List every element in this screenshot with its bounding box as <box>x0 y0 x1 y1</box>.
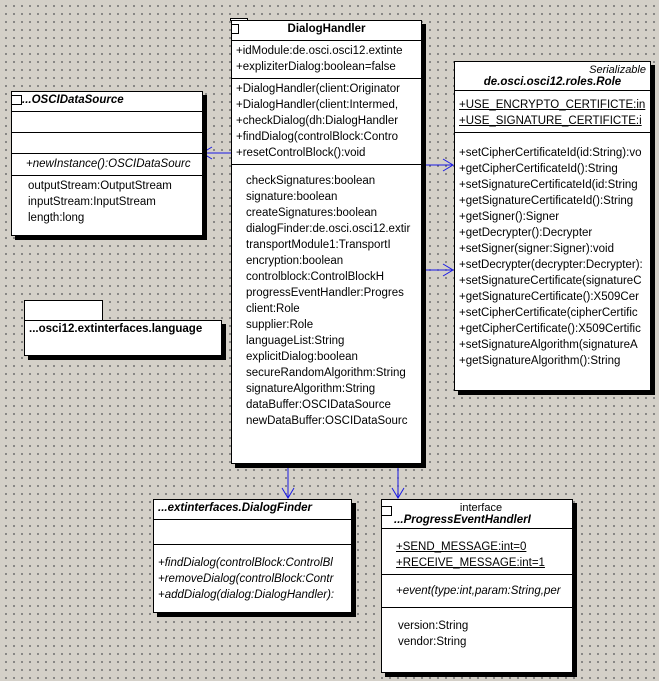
dialog-handler-tab <box>230 18 248 21</box>
language-package-name: ...osci12.extinterfaces.language <box>29 323 203 335</box>
arrowhead-dialog-finder <box>281 487 295 499</box>
operation-row: +removeDialog(controlBlock:Contr <box>158 573 334 585</box>
field-row: signatureAlgorithm:String <box>246 383 376 395</box>
field-row: dataBuffer:OSCIDataSource <box>246 399 391 411</box>
role-stereotype: Serializable <box>589 64 646 76</box>
dialog-handler-operations: +DialogHandler(client:Originator +Dialog… <box>232 79 421 165</box>
osci-data-source-name: ...OSCIDataSource <box>22 94 124 106</box>
operation-row: +getDecrypter():Decrypter <box>459 227 593 239</box>
field-row: version:String <box>398 620 469 632</box>
arrowhead-role-client <box>442 158 454 172</box>
operation-row: +findDialog(controlBlock:ControlBl <box>158 557 333 569</box>
dialog-finder-header: ...extinterfaces.DialogFinder <box>154 500 351 520</box>
field-row: supplier:Role <box>246 319 314 331</box>
field-row: languageList:String <box>246 335 345 347</box>
class-icon <box>382 506 392 516</box>
field-row: secureRandomAlgorithm:String <box>246 367 406 379</box>
osci-data-source-fields: outputStream:OutputStream inputStream:In… <box>12 176 202 229</box>
field-row: length:long <box>28 212 85 224</box>
operation-row: +getCipherCertificateId():String <box>459 163 618 175</box>
progress-handler-stereotype: interface <box>459 502 503 514</box>
osci-data-source-empty-section <box>12 133 202 154</box>
operation-row: +checkDialog(dh:DialogHandler <box>236 115 399 127</box>
field-row: encryption:boolean <box>246 255 344 267</box>
operation-row: +setSigner(signer:Signer):void <box>459 243 615 255</box>
progress-handler-fields: version:String vendor:String <box>382 608 572 653</box>
dialog-finder-class[interactable]: ...extinterfaces.DialogFinder +findDialo… <box>153 499 352 613</box>
operation-row: +setSignatureCertificate(signatureC <box>459 275 642 287</box>
field-row: client:Role <box>246 303 300 315</box>
field-row: dialogFinder:de.osci.osci12.extir <box>246 223 411 235</box>
attribute-row: +idModule:de.osci.osci12.extinte <box>236 45 403 57</box>
field-row: checkSignatures:boolean <box>246 175 376 187</box>
operation-row: +setSignatureCertificateId(id:String <box>459 179 638 191</box>
operation-row: +findDialog(controlBlock:Contro <box>236 131 399 143</box>
static-attribute-row: +SEND_MESSAGE:int=0 <box>396 541 527 553</box>
progress-handler-static-attributes: +SEND_MESSAGE:int=0 +RECEIVE_MESSAGE:int… <box>382 529 572 575</box>
field-row: outputStream:OutputStream <box>28 180 172 192</box>
role-class[interactable]: Serializable de.osci.osci12.roles.Role +… <box>454 61 651 391</box>
arrowhead-role-supplier <box>442 263 454 277</box>
operation-row: +event(type:int,param:String,per <box>396 585 561 597</box>
static-attribute-row: +RECEIVE_MESSAGE:int=1 <box>396 557 545 569</box>
operation-row: +setSignatureAlgorithm(signatureA <box>459 339 638 351</box>
dialog-handler-header: DialogHandler <box>232 21 421 41</box>
progress-event-handler-class[interactable]: interface ...ProgressEventHandlerI +SEND… <box>381 499 573 673</box>
operation-row: +getCipherCertificate():X509Certific <box>459 323 641 335</box>
osci-data-source-operations: +newInstance():OSCIDataSourc <box>12 154 202 176</box>
progress-handler-header: interface ...ProgressEventHandlerI <box>382 500 572 529</box>
role-header: Serializable de.osci.osci12.roles.Role <box>455 62 650 91</box>
class-icon <box>232 24 239 34</box>
role-operations: +setCipherCertificateId(id:String):vo +g… <box>455 133 650 372</box>
static-attribute-row: +USE_SIGNATURE_CERTIFICTE:i <box>459 115 642 127</box>
field-row: inputStream:InputStream <box>28 196 156 208</box>
operation-row: +getSignatureCertificateId():String <box>459 195 634 207</box>
class-icon <box>12 95 22 105</box>
field-row: progressEventHandler:Progres <box>246 287 404 299</box>
language-package[interactable]: ...osci12.extinterfaces.language <box>24 320 222 356</box>
operation-row: +newInstance():OSCIDataSourc <box>26 158 191 170</box>
operation-row: +getSignatureAlgorithm():String <box>459 355 621 367</box>
static-attribute-row: +USE_ENCRYPTO_CERTIFICTE:in <box>459 99 646 111</box>
attribute-row: +expliziterDialog:boolean=false <box>236 61 396 73</box>
language-package-tab <box>24 300 103 321</box>
dialog-handler-attributes: +idModule:de.osci.osci12.extinte +expliz… <box>232 41 421 79</box>
dialog-finder-name: ...extinterfaces.DialogFinder <box>158 502 313 514</box>
dialog-handler-name: DialogHandler <box>287 23 366 35</box>
operation-row: +setDecrypter(decrypter:Decrypter): <box>459 259 643 271</box>
operation-row: +getSigner():Signer <box>459 211 560 223</box>
field-row: transportModule1:TransportI <box>246 239 391 251</box>
operation-row: +setCipherCertificateId(id:String):vo <box>459 147 642 159</box>
osci-data-source-empty-section <box>12 112 202 133</box>
operation-row: +resetControlBlock():void <box>236 147 366 159</box>
dialog-handler-class[interactable]: DialogHandler +idModule:de.osci.osci12.e… <box>231 20 422 464</box>
field-row: newDataBuffer:OSCIDataSourc <box>246 415 408 427</box>
field-row: signature:boolean <box>246 191 338 203</box>
dialog-handler-fields: checkSignatures:boolean signature:boolea… <box>232 165 421 432</box>
field-row: vendor:String <box>398 636 467 648</box>
operation-row: +getSignatureCertificate():X509Cer <box>459 291 639 303</box>
operation-row: +DialogHandler(client:Originator <box>236 83 400 95</box>
osci-data-source-class[interactable]: ...OSCIDataSource +newInstance():OSCIDat… <box>11 91 203 236</box>
dialog-finder-empty-section <box>154 520 351 545</box>
field-row: explicitDialog:boolean <box>246 351 358 363</box>
field-row: createSignatures:boolean <box>246 207 378 219</box>
progress-handler-operations: +event(type:int,param:String,per <box>382 575 572 608</box>
osci-data-source-header: ...OSCIDataSource <box>12 92 202 112</box>
progress-handler-name: ...ProgressEventHandlerI <box>394 514 531 526</box>
role-static-attributes: +USE_ENCRYPTO_CERTIFICTE:in +USE_SIGNATU… <box>455 91 650 133</box>
operation-row: +setCipherCertificate(cipherCertific <box>459 307 638 319</box>
dialog-finder-operations: +findDialog(controlBlock:ControlBl +remo… <box>154 545 351 606</box>
field-row: controlblock:ControlBlockH <box>246 271 385 283</box>
arrowhead-progress-handler <box>391 487 405 499</box>
operation-row: +addDialog(dialog:DialogHandler): <box>158 589 335 601</box>
operation-row: +DialogHandler(client:Intermed, <box>236 99 399 111</box>
role-name: de.osci.osci12.roles.Role <box>483 76 622 88</box>
